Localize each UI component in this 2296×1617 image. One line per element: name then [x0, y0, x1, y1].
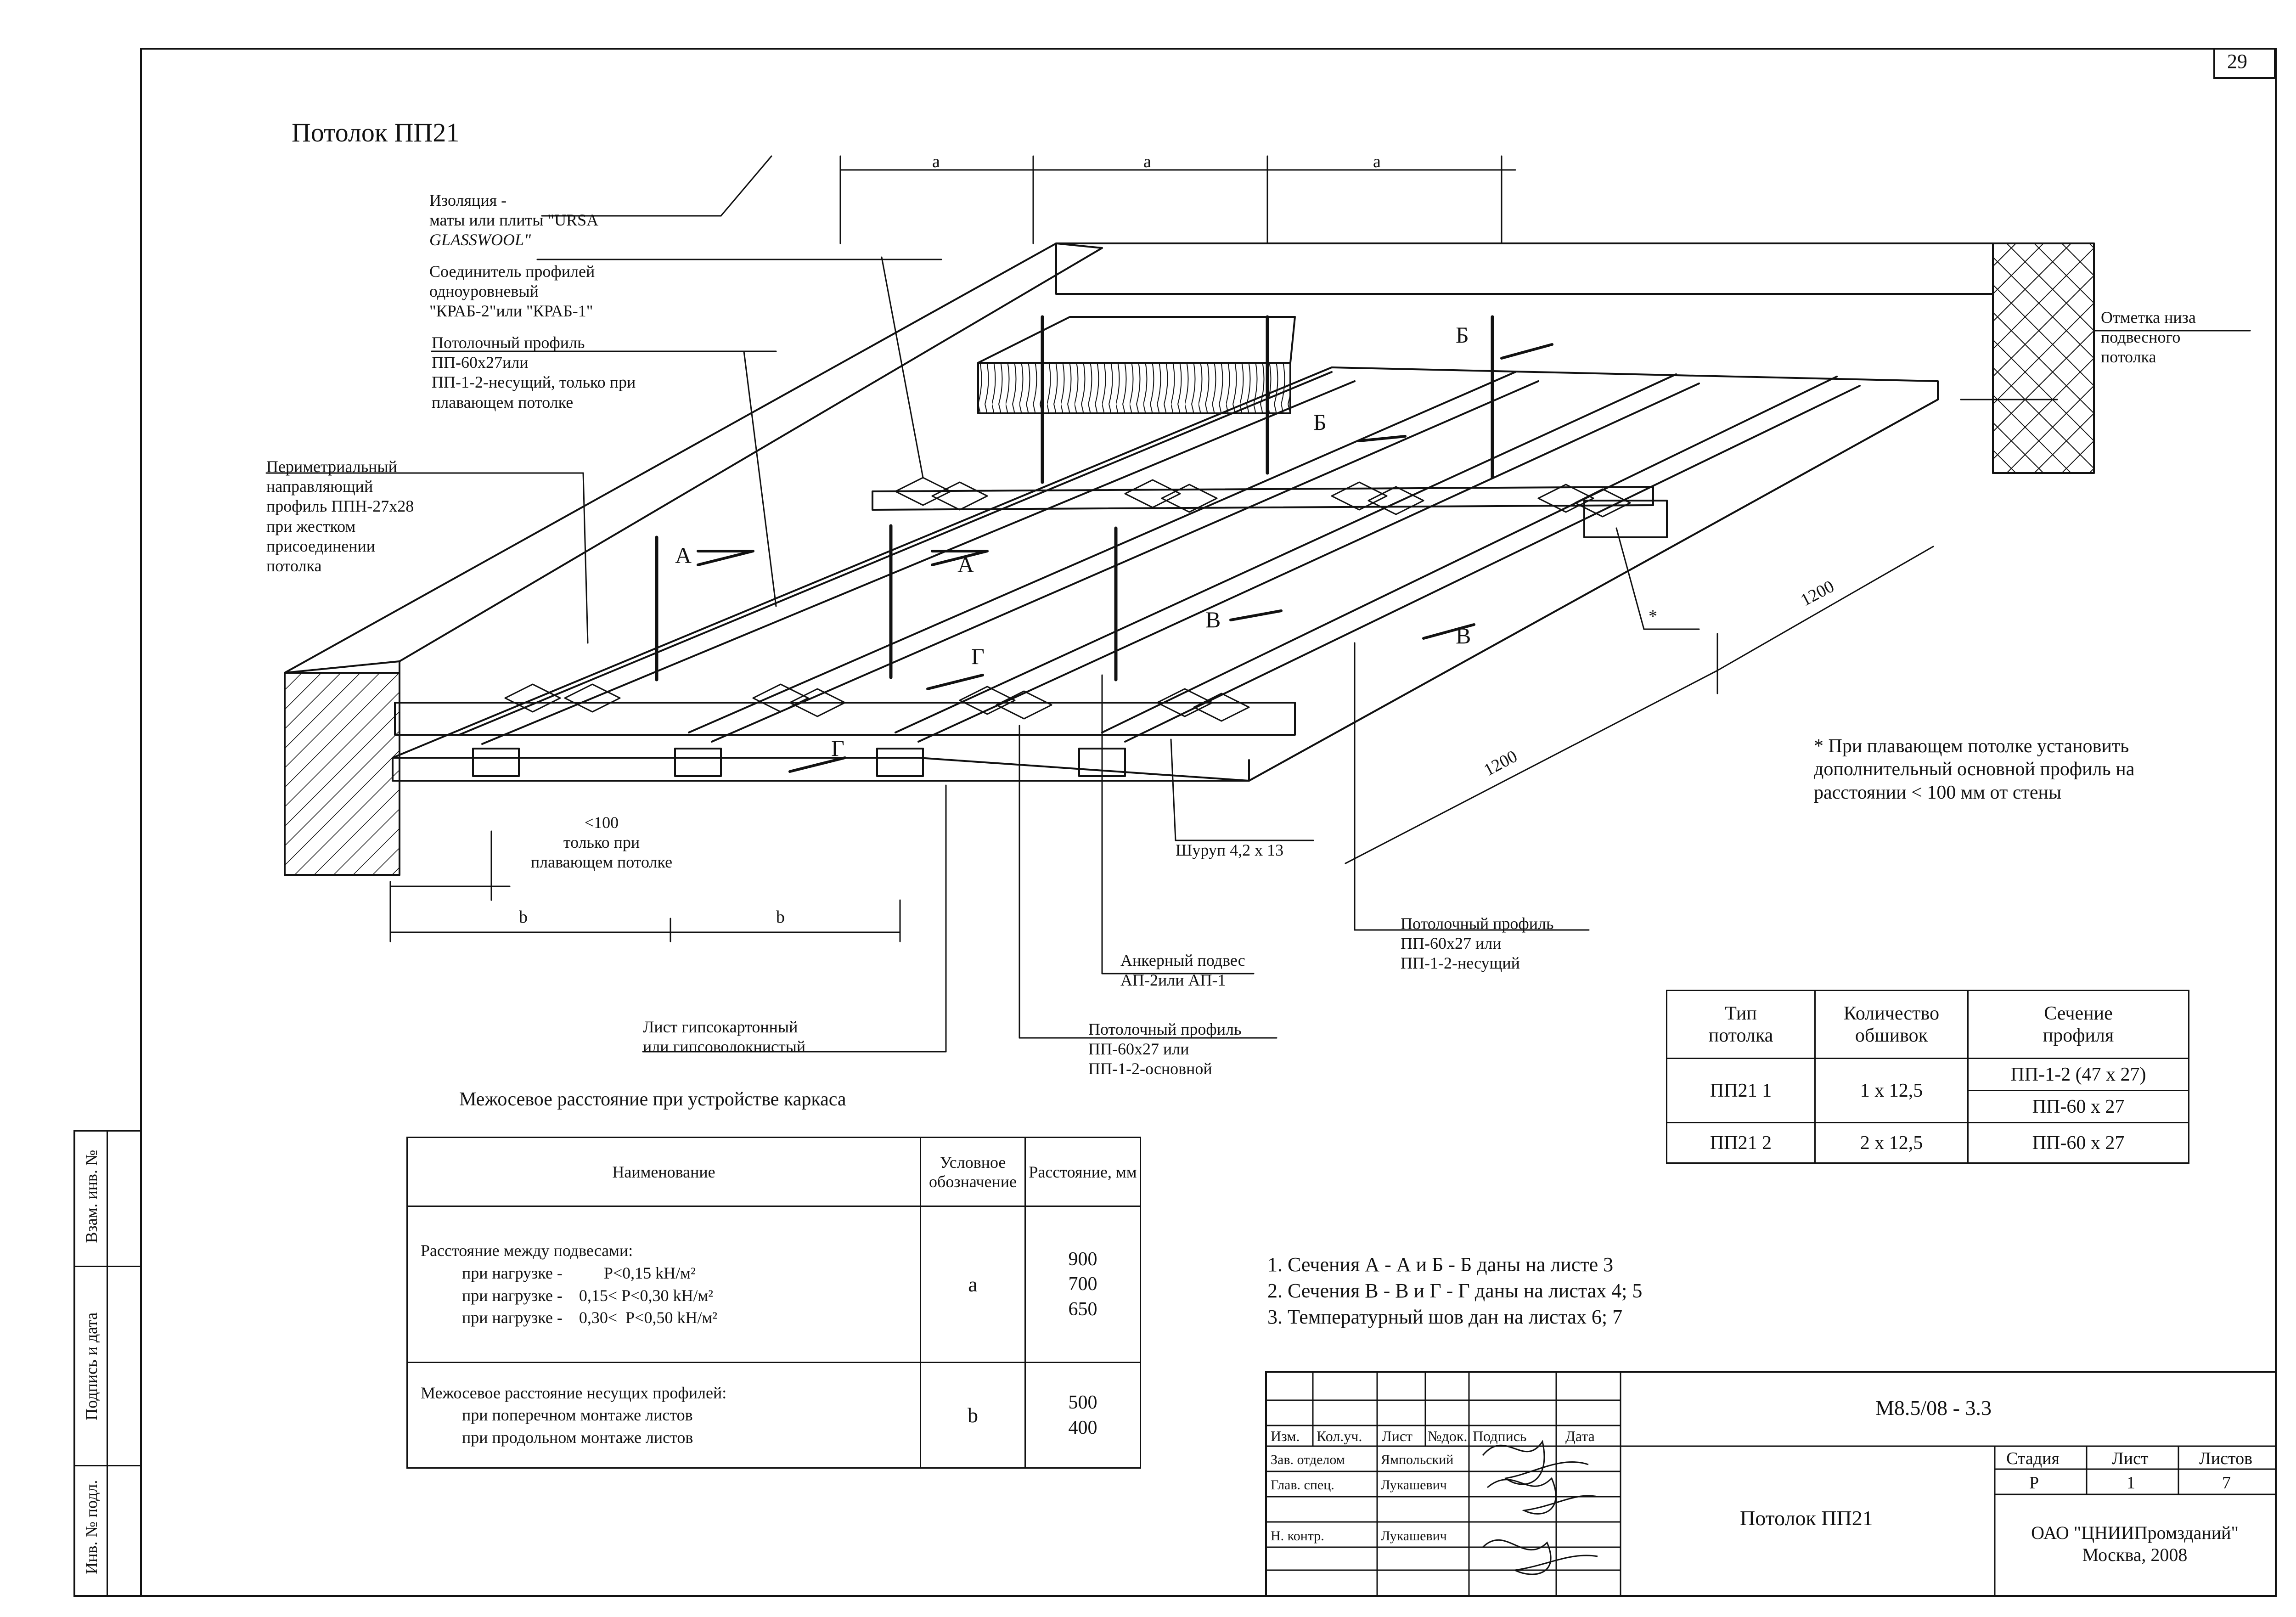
stamp-role: Н. контр.: [1271, 1528, 1324, 1544]
table-cell: ПП-60 х 27: [1967, 1122, 2189, 1164]
stamp-col: №док.: [1428, 1428, 1468, 1444]
table-cell: ПП21 1: [1666, 1058, 1816, 1123]
cross-profile-back: [872, 486, 1654, 511]
dim-a-label: a: [1373, 152, 1381, 171]
insulation-block: [977, 362, 1291, 414]
section-mark: А: [675, 542, 692, 568]
stage-header: Стадия: [2006, 1449, 2060, 1468]
drawing-title: Потолок ПП21: [292, 118, 460, 147]
spacing-header: Условное обозначение: [920, 1137, 1026, 1207]
spacing-values: 500 400: [1024, 1362, 1141, 1469]
callout-ceiling-profile-top: Потолочный профиль ПП-60х27или ПП-1-2-не…: [432, 333, 636, 411]
cross-profile-front: [394, 702, 1296, 736]
organization: ОАО "ЦНИИПромзданий" Москва, 2008: [2031, 1522, 2239, 1565]
spacing-title: Межосевое расстояние при устройстве карк…: [459, 1089, 846, 1110]
callout-screw: Шуруп 4,2 х 13: [1176, 841, 1284, 859]
stamp-title: Потолок ПП21: [1740, 1506, 1873, 1530]
table-cell: ПП-60 х 27: [1967, 1090, 2189, 1123]
table-cell: 2 х 12,5: [1814, 1122, 1969, 1164]
title-block: Изм. Кол.уч. Лист №док. Подпись Дата Зав…: [1265, 1371, 2275, 1595]
page-number-box: [2213, 48, 2276, 79]
callout-floating-limit: <100 только при плавающем потолке: [530, 813, 673, 872]
callout-gypsum-sheet: Лист гипсокартонный или гипсоволокнистый: [643, 1018, 806, 1056]
dim-a-label: a: [932, 152, 940, 171]
stamp-col: Лист: [1382, 1428, 1413, 1444]
drawing-code: М8.5/08 - 3.3: [1875, 1396, 1992, 1420]
section-mark: В: [1205, 607, 1221, 632]
callout-ceiling-profile-right: Потолочный профиль ПП-60х27 или ПП-1-2-н…: [1401, 914, 1554, 973]
right-wall: [1055, 242, 2095, 474]
dim-a-label: a: [1143, 152, 1151, 171]
stage-header: Листов: [2199, 1449, 2253, 1468]
callout-anchor: Анкерный подвес АП-2или АП-1: [1120, 951, 1245, 990]
callout-connector: Соединитель профилей одноуровневый "КРАБ…: [429, 262, 595, 321]
stamp-col: Дата: [1565, 1428, 1595, 1444]
stamp-col: Кол.уч.: [1317, 1428, 1362, 1444]
spacing-header: Расстояние, мм: [1024, 1137, 1141, 1207]
drawing-frame: [140, 48, 2277, 1597]
spacing-symbol: b: [920, 1362, 1026, 1469]
callout-star: *: [1649, 607, 1657, 626]
spacing-values: 900 700 650: [1024, 1206, 1141, 1363]
section-mark: Г: [831, 735, 844, 761]
stamp-col: Подпись: [1473, 1428, 1527, 1444]
spacing-table: Наименование Условное обозначение Рассто…: [406, 1137, 1141, 1469]
section-mark: В: [1456, 623, 1471, 648]
stamp-role: Зав. отделом: [1271, 1452, 1345, 1467]
stamp-person: Лукашевич: [1381, 1528, 1447, 1544]
side-stamp: Взам. инв. № Подпись и дата Инв. № подл.: [73, 1130, 142, 1597]
stamp-col: Изм.: [1271, 1428, 1300, 1444]
dim-b-label: b: [776, 907, 785, 927]
spacing-symbol: a: [920, 1206, 1026, 1363]
stamp-role: Глав. спец.: [1271, 1477, 1334, 1493]
table-cell: ПП21 2: [1666, 1122, 1816, 1164]
table-cell: ПП-1-2 (47 х 27): [1967, 1058, 2189, 1091]
stage-value: 7: [2222, 1473, 2231, 1493]
spacing-row-name: Межосевое расстояние несущих профилей: п…: [406, 1362, 921, 1469]
section-mark: Г: [971, 643, 985, 669]
stage-header: Лист: [2112, 1449, 2149, 1468]
stamp-person: Ямпольский: [1381, 1452, 1454, 1467]
dim-b-label: b: [519, 907, 528, 927]
spacing-header: Наименование: [406, 1137, 921, 1207]
footnote: * При плавающем потолке установить допол…: [1814, 736, 2135, 803]
section-mark: А: [957, 552, 974, 577]
callout-perimeter-profile: Периметриальный направляющий профиль ППН…: [266, 457, 414, 575]
callout-insulation: Изоляция - маты или плиты "URSA GLASSWOO…: [429, 191, 599, 249]
callout-ceiling-profile-main: Потолочный профиль ПП-60х27 или ПП-1-2-о…: [1088, 1020, 1242, 1078]
signature: [1482, 1440, 1589, 1485]
signature: [1482, 1539, 1598, 1575]
page-number: 29: [2227, 50, 2247, 73]
notes: 1. Сечения А - А и Б - Б даны на листе 3…: [1267, 1253, 1643, 1329]
left-wall: [284, 242, 1103, 674]
table-cell: 1 х 12,5: [1814, 1058, 1969, 1123]
section-mark: Б: [1456, 322, 1469, 348]
gypsum-board: [392, 366, 1939, 782]
left-wall-section: [284, 672, 400, 876]
stamp-person: Лукашевич: [1381, 1477, 1447, 1493]
spacing-row-name: Расстояние между подвесами: при нагрузке…: [406, 1206, 921, 1363]
section-mark: Б: [1313, 409, 1327, 435]
stage-value: 1: [2127, 1473, 2135, 1493]
callout-mark: Отметка низа подвесного потолка: [2101, 308, 2196, 366]
signature: [1487, 1477, 1598, 1515]
stage-value: Р: [2029, 1473, 2039, 1493]
